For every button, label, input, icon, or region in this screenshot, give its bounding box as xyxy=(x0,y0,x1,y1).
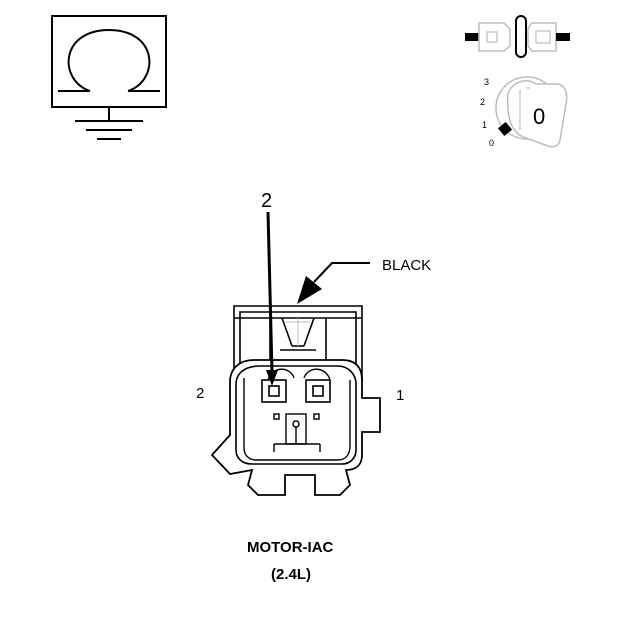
terminal-cavity-1 xyxy=(305,379,331,403)
ignition-position-3: 3 xyxy=(484,77,490,87)
wire-color-leader xyxy=(297,262,370,304)
ignition-position-2: 2 xyxy=(480,97,486,107)
ignition-key-position: 0 xyxy=(533,104,546,129)
ignition-position-0: 0 xyxy=(489,138,495,148)
connector-name: MOTOR-IAC xyxy=(247,539,334,556)
cavity-label-right: 1 xyxy=(396,387,405,404)
pin-2-callout-arrow xyxy=(266,211,278,386)
cavity-label-left: 2 xyxy=(196,385,205,402)
wire-color-label: BLACK xyxy=(382,257,432,274)
engine-variant: (2.4L) xyxy=(271,566,312,583)
center-key xyxy=(273,413,321,452)
ignition-position-1: 1 xyxy=(482,120,488,130)
pin-callout-label: 2 xyxy=(261,190,273,212)
terminal-cavity-2 xyxy=(261,379,287,403)
